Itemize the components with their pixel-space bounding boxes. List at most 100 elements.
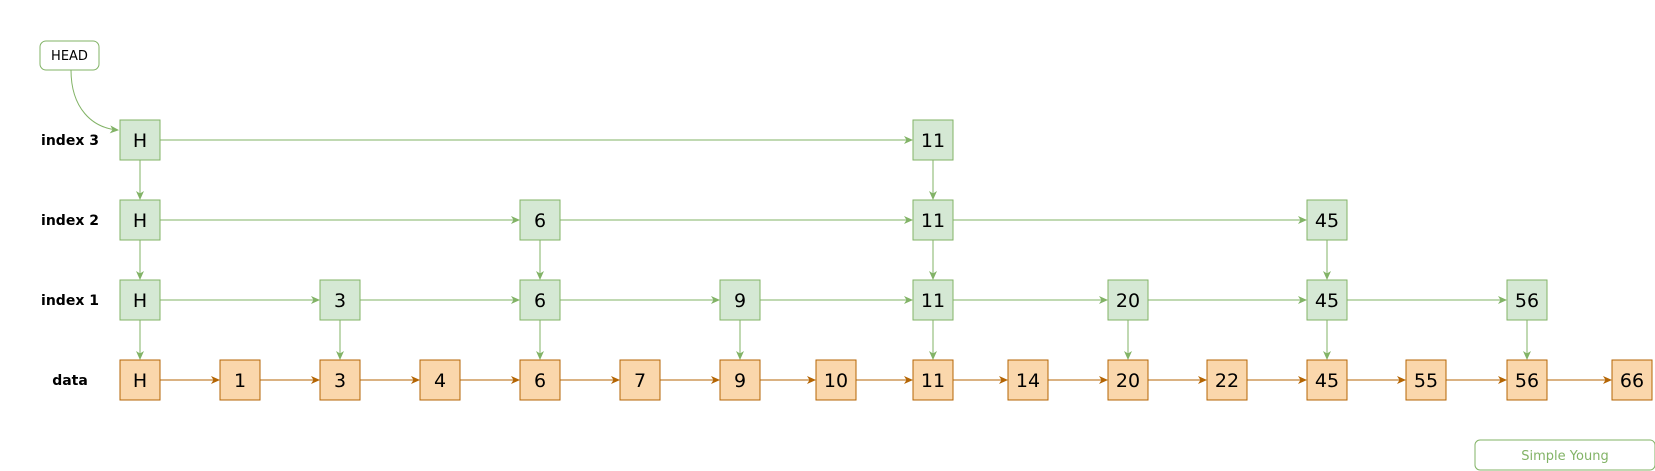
node-box [1107,279,1149,321]
node-box [1007,359,1049,401]
node-key: 45 [1315,290,1339,312]
node-box [1306,359,1348,401]
node-index-1-11: 11 [912,279,954,321]
node-key: H [133,290,147,312]
node-key: 22 [1215,370,1239,392]
node-key: H [133,210,147,232]
node-key: 6 [534,210,546,232]
node-index-2-45: 45 [1306,199,1348,241]
head-label-box: HEAD [39,40,100,71]
node-key: H [133,370,147,392]
node-box [719,359,761,401]
node-data-7: 7 [619,359,661,401]
node-box [419,359,461,401]
node-box [519,279,561,321]
row-label-index-1: index 1 [41,293,99,309]
node-key: 9 [734,290,746,312]
node-box [912,119,954,161]
node-data-H: H [119,359,161,401]
node-box [1107,359,1149,401]
node-box [1506,359,1548,401]
node-data-9: 9 [719,359,761,401]
node-key: 10 [824,370,848,392]
node-key: 20 [1116,290,1140,312]
node-key: 3 [334,290,346,312]
node-index-1-3: 3 [319,279,361,321]
node-key: 14 [1016,370,1040,392]
credit-box: Simple Young [1474,439,1655,471]
node-key: 66 [1620,370,1644,392]
node-box [119,119,161,161]
head-pointer-arrow [70,69,119,134]
node-index-2-6: 6 [519,199,561,241]
head-label: HEAD [51,49,88,64]
node-data-10: 10 [815,359,857,401]
node-key: 9 [734,370,746,392]
node-data-45: 45 [1306,359,1348,401]
row-label-index-2: index 2 [41,213,99,229]
node-key: 11 [921,210,945,232]
node-key: 45 [1315,210,1339,232]
node-index-1-45: 45 [1306,279,1348,321]
node-key: 1 [234,370,246,392]
node-data-55: 55 [1405,359,1447,401]
node-data-66: 66 [1611,359,1653,401]
node-box [119,359,161,401]
node-box [912,279,954,321]
node-box [912,359,954,401]
node-box [319,279,361,321]
node-box [1506,279,1548,321]
node-box [219,359,261,401]
node-data-3: 3 [319,359,361,401]
node-key: 7 [634,370,646,392]
node-box [119,279,161,321]
node-index-1-20: 20 [1107,279,1149,321]
node-key: 20 [1116,370,1140,392]
node-box [519,359,561,401]
credit-label: Simple Young [1521,449,1608,464]
node-data-22: 22 [1206,359,1248,401]
node-data-1: 1 [219,359,261,401]
node-key: 11 [921,290,945,312]
node-key: 3 [334,370,346,392]
node-key: 6 [534,370,546,392]
node-index-1-6: 6 [519,279,561,321]
node-index-3-11: 11 [912,119,954,161]
node-box [719,279,761,321]
node-data-20: 20 [1107,359,1149,401]
node-key: 56 [1515,370,1539,392]
node-key: 45 [1315,370,1339,392]
node-box [1306,279,1348,321]
node-box [815,359,857,401]
node-key: 11 [921,370,945,392]
node-box [1611,359,1653,401]
node-key: 4 [434,370,446,392]
node-data-56: 56 [1506,359,1548,401]
row-label-data: data [52,373,88,389]
node-key: 56 [1515,290,1539,312]
node-box [519,199,561,241]
node-key: 55 [1414,370,1438,392]
node-box [119,199,161,241]
node-data-6: 6 [519,359,561,401]
node-box [619,359,661,401]
node-index-1-56: 56 [1506,279,1548,321]
node-box [1206,359,1248,401]
node-index-2-H: H [119,199,161,241]
node-key: H [133,130,147,152]
node-data-4: 4 [419,359,461,401]
row-labels-layer: index 3 index 2 index 1 data [41,133,99,389]
node-key: 11 [921,130,945,152]
node-box [1405,359,1447,401]
node-index-1-H: H [119,279,161,321]
edges-layer [136,136,1612,384]
node-box [319,359,361,401]
node-index-3-H: H [119,119,161,161]
node-data-14: 14 [1007,359,1049,401]
node-box [912,199,954,241]
node-key: 6 [534,290,546,312]
row-label-index-3: index 3 [41,133,99,149]
node-data-11: 11 [912,359,954,401]
node-index-2-11: 11 [912,199,954,241]
